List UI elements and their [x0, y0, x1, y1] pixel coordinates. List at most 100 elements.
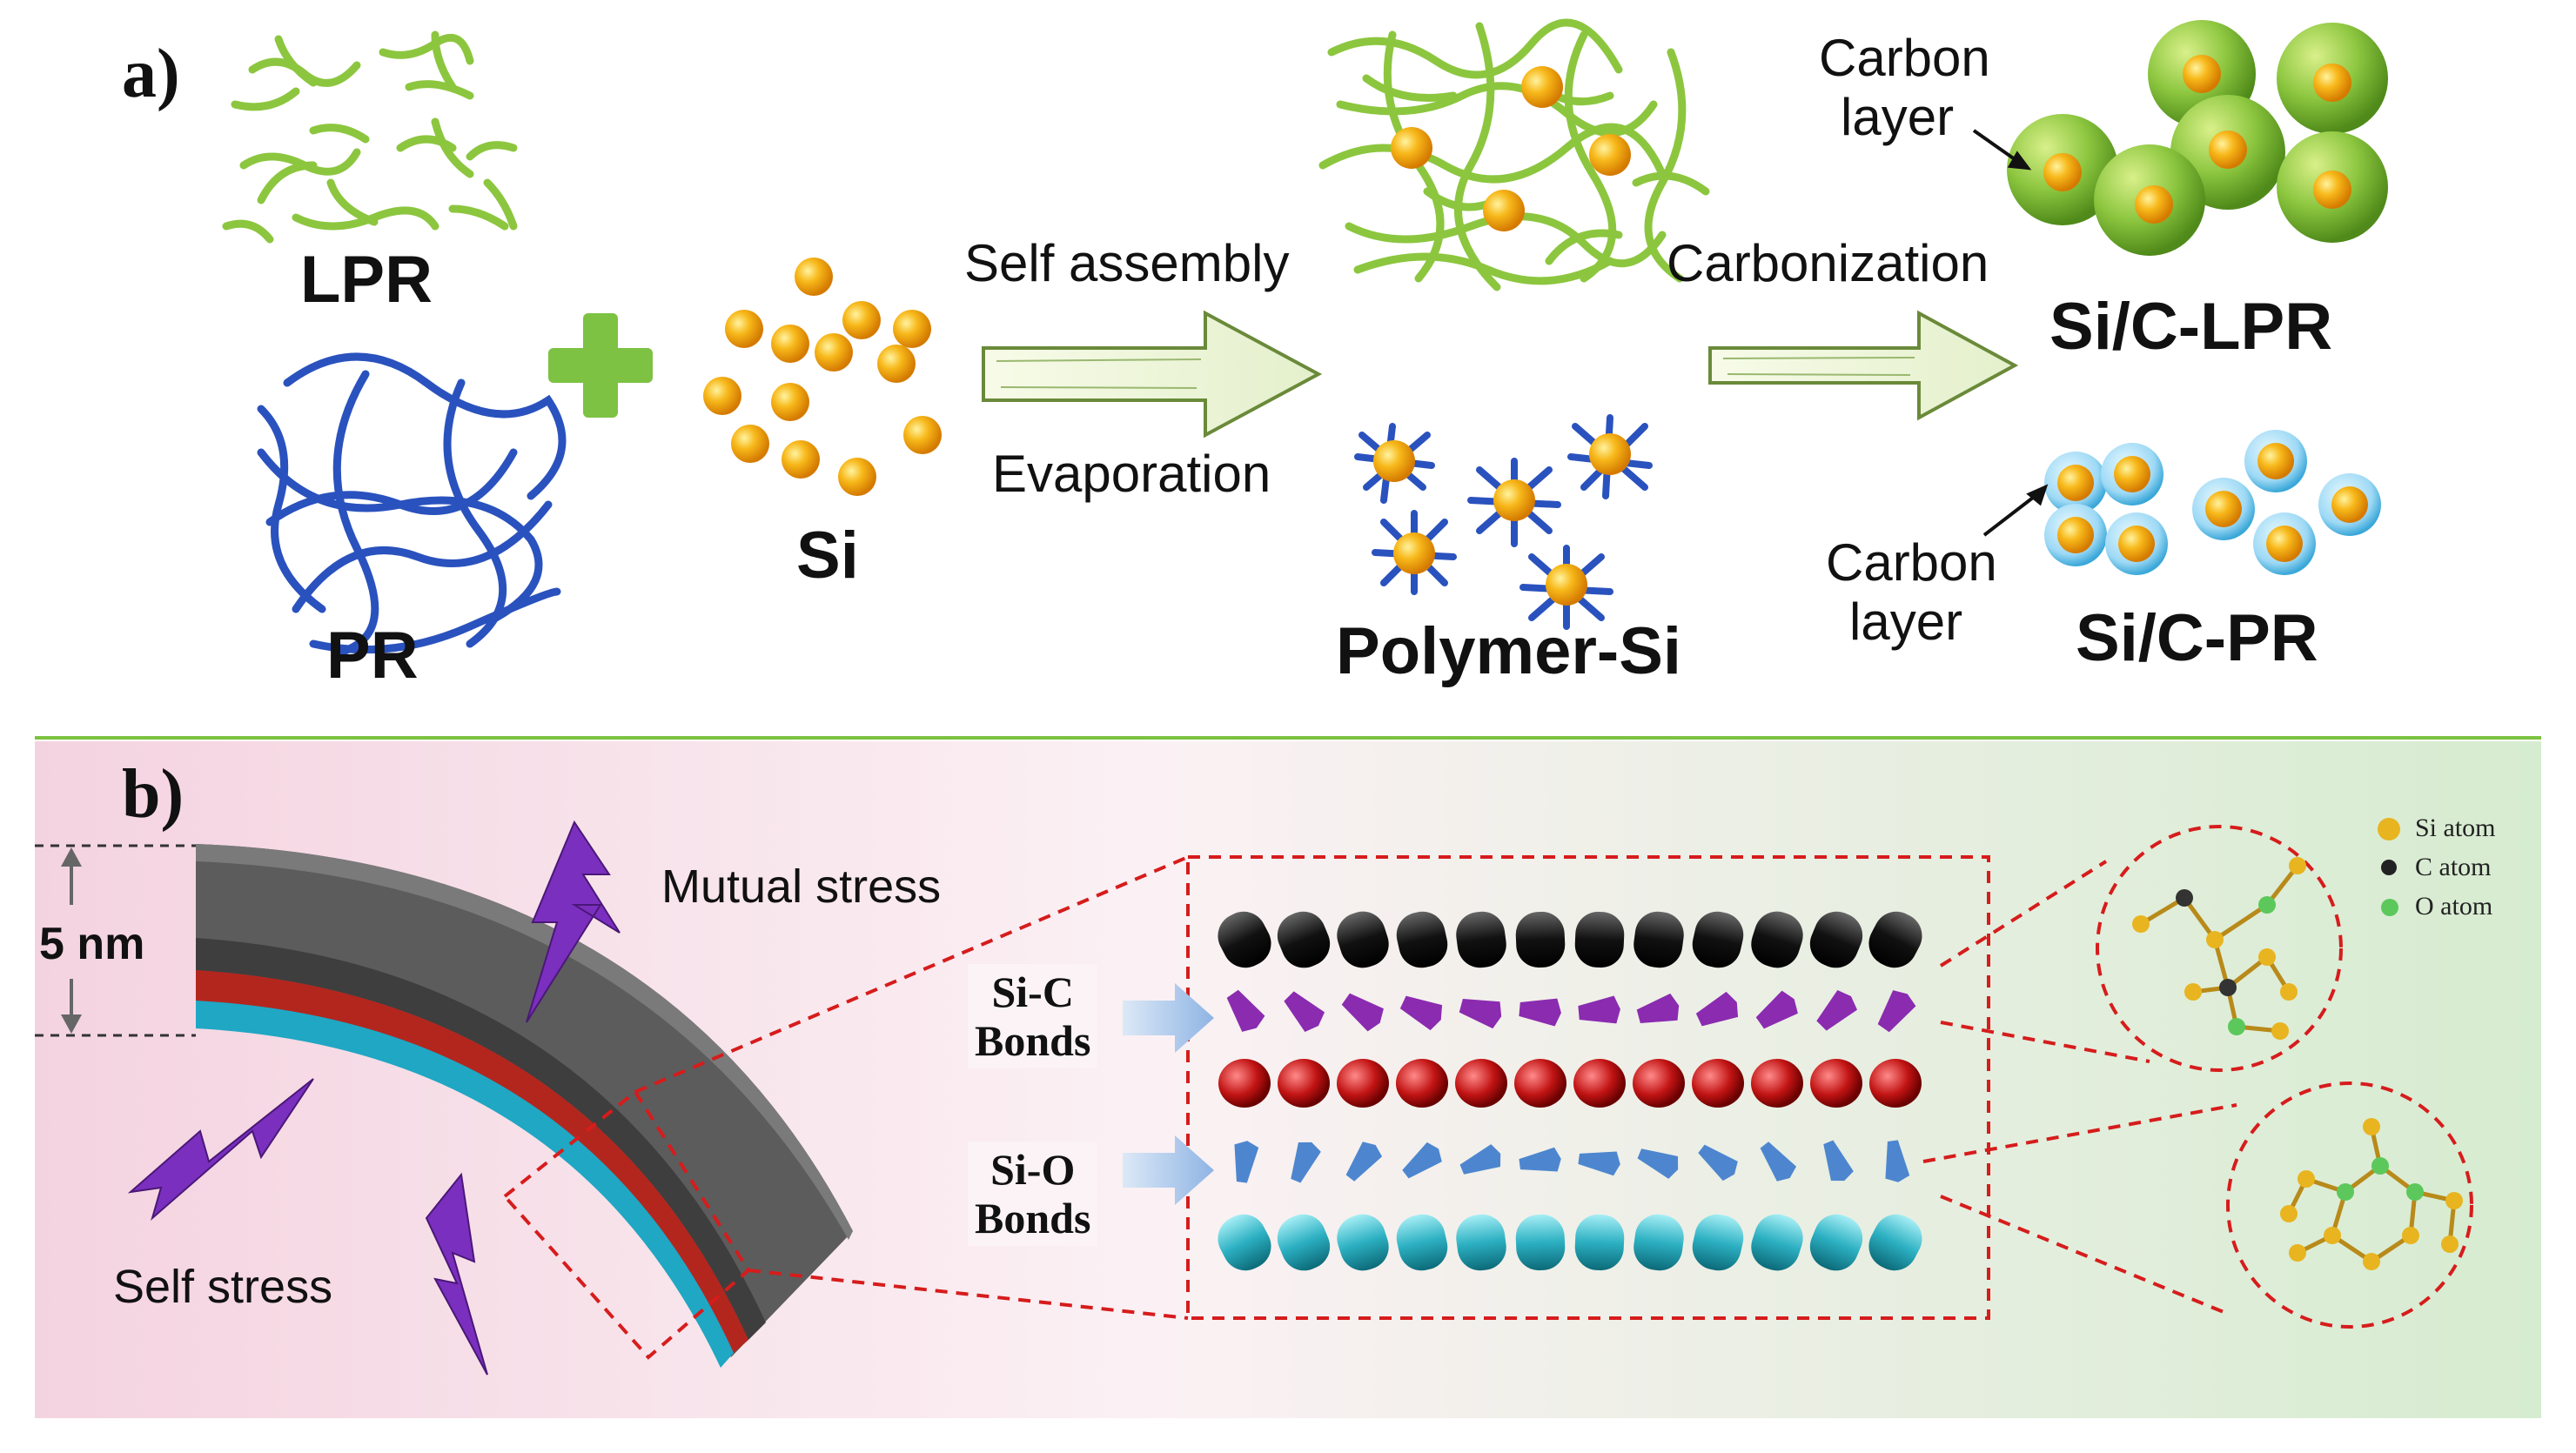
- si-c-bond: [1519, 998, 1561, 1027]
- si-o-bond: [1885, 1140, 1910, 1182]
- si-c-bond: [1877, 990, 1916, 1033]
- process-arrow-2: [1708, 310, 2019, 421]
- self-stress-label: Self stress: [113, 1261, 333, 1313]
- evaporation-label: Evaporation: [992, 445, 1271, 503]
- carbon-layer-bottom-line2: layer: [1849, 593, 1963, 651]
- si-label: Si: [796, 519, 859, 593]
- si-c-pr-label: Si/C-PR: [2076, 601, 2318, 675]
- si-c-bonds-line2: Bonds: [975, 1016, 1091, 1065]
- silicon-cylinder: [1396, 1214, 1448, 1271]
- silicon-cylinder: [1277, 1214, 1331, 1271]
- panel-a-label: a): [122, 36, 180, 112]
- si-o-bond: [1345, 1142, 1383, 1182]
- carbon-cylinder: [1868, 911, 1922, 968]
- silicon-cylinder: [1868, 1214, 1922, 1271]
- si-o-bonds-label: Si-O Bonds: [968, 1142, 1098, 1246]
- c-atom-swatch: [2381, 860, 2397, 875]
- silicon-cylinder: [1633, 1214, 1684, 1271]
- si-c-lpr-spheres: [2007, 20, 2388, 256]
- interface-atom-row: [1218, 1059, 1922, 1108]
- carbon-layer-row: [1218, 911, 1922, 968]
- si-c-bond: [1226, 989, 1265, 1032]
- silicon-cylinder: [1574, 1214, 1625, 1271]
- si-o-bond: [1402, 1142, 1442, 1179]
- interface-atom: [1573, 1059, 1626, 1108]
- carbon-cylinder: [1751, 911, 1803, 968]
- carbon-cylinder: [1337, 911, 1389, 968]
- mutual-stress-label: Mutual stress: [661, 860, 942, 913]
- si-c-bonds-line1: Si-C: [991, 968, 1074, 1016]
- o-atom-label: O atom: [2415, 892, 2493, 921]
- interface-atom: [1810, 1059, 1862, 1108]
- si-o-bonds-line1: Si-O: [990, 1145, 1076, 1194]
- si-o-bond: [1459, 1144, 1501, 1175]
- interface-atom: [1869, 1059, 1922, 1108]
- zoom-region: [502, 855, 1990, 1360]
- si-o-bonds-line2: Bonds: [975, 1194, 1091, 1242]
- carbonization-label: Carbonization: [1667, 234, 1989, 292]
- si-o-bond: [1519, 1147, 1561, 1172]
- interface-atom: [1396, 1059, 1448, 1108]
- plus-icon: [548, 313, 653, 418]
- interface-atom: [1633, 1059, 1685, 1108]
- o-atom-swatch: [2381, 899, 2398, 916]
- interface-atom: [1455, 1059, 1507, 1108]
- carbon-cylinder: [1574, 911, 1625, 968]
- si-c-bond: [1284, 991, 1325, 1033]
- interface-atom: [1751, 1059, 1803, 1108]
- si-c-bond: [1399, 995, 1443, 1031]
- silicon-cylinder: [1515, 1214, 1566, 1271]
- interface-atom: [1337, 1059, 1389, 1108]
- si-o-bond: [1578, 1151, 1620, 1176]
- interface-atom: [1514, 1059, 1566, 1108]
- carbon-layer-top-line1: Carbon: [1819, 29, 1990, 87]
- si-c-bond: [1755, 990, 1798, 1029]
- pr-si-clusters: [1354, 414, 1653, 630]
- si-o-bond: [1234, 1141, 1259, 1183]
- interface-atom: [1278, 1059, 1330, 1108]
- silicon-cylinder: [1456, 1214, 1506, 1271]
- process-arrow-1: [982, 310, 1323, 439]
- silicon-cylinder: [1751, 1214, 1803, 1271]
- carbon-cylinder: [1633, 911, 1684, 968]
- silicon-cylinder: [1337, 1214, 1389, 1271]
- silicon-cylinder: [1809, 1214, 1863, 1271]
- si-c-bond: [1636, 993, 1680, 1023]
- lpr-label: LPR: [300, 243, 433, 317]
- si-particles: [703, 258, 942, 496]
- carbon-cylinder: [1277, 911, 1331, 968]
- lpr-si-network: [1318, 18, 1710, 291]
- thickness-label: 5 nm: [39, 919, 145, 969]
- carbon-cylinder: [1218, 911, 1271, 968]
- si-c-bond-row: [1226, 989, 1916, 1033]
- polymer-si-label: Polymer-Si: [1336, 614, 1682, 688]
- si-o-bond: [1698, 1144, 1738, 1182]
- carbon-layer-pointers: [1972, 129, 2049, 537]
- panel-b-label: b): [122, 756, 184, 833]
- bond-pointers: [1123, 983, 1214, 1205]
- si-o-bond: [1760, 1142, 1797, 1182]
- carbon-layer-top-line2: layer: [1841, 88, 1955, 146]
- self-assembly-label: Self assembly: [964, 234, 1290, 292]
- si-c-bond: [1695, 991, 1739, 1027]
- si-atom-label: Si atom: [2415, 814, 2496, 842]
- pr-strands: [257, 352, 567, 657]
- molecule-connectors: [1922, 825, 2473, 1329]
- interface-atom: [1218, 1059, 1271, 1108]
- si-atom-swatch: [2378, 818, 2400, 840]
- si-c-bond: [1816, 989, 1858, 1031]
- molecule-si-c: [2132, 857, 2306, 1040]
- carbon-cylinder: [1456, 911, 1506, 968]
- si-o-bond: [1291, 1142, 1321, 1183]
- interface-atom: [1692, 1059, 1744, 1108]
- stress-bolts: [127, 820, 621, 1376]
- lpr-strands: [222, 30, 518, 244]
- pr-label: PR: [326, 619, 419, 693]
- si-o-bond: [1637, 1148, 1679, 1179]
- si-c-bond: [1459, 999, 1502, 1029]
- si-c-bond: [1341, 993, 1384, 1032]
- silicon-cylinder: [1218, 1214, 1271, 1271]
- coating-shell: [196, 844, 853, 1368]
